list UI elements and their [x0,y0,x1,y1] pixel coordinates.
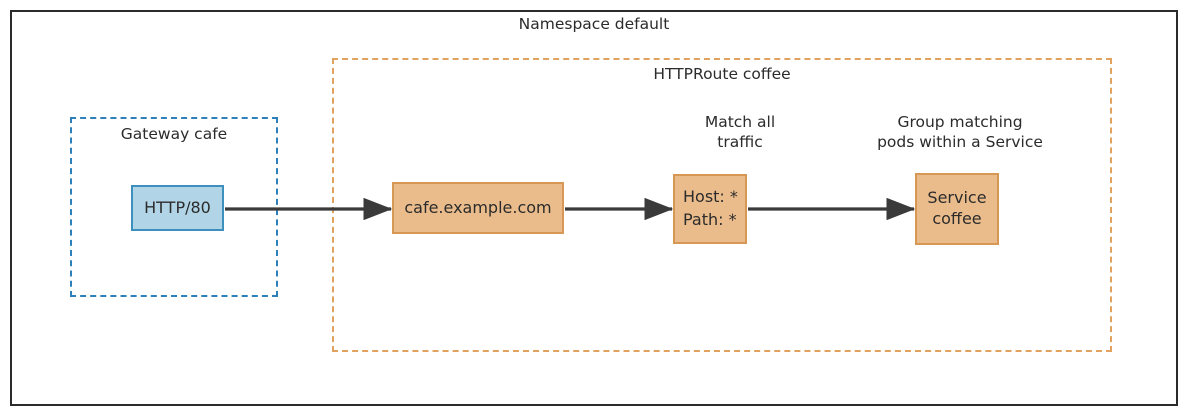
backend-service-label-line-1: Service [927,188,987,208]
backend-caption-line-2: pods within a Service [877,133,1043,152]
hostname-node[interactable]: cafe.example.com [392,182,564,234]
match-caption-line-1: Match all [704,113,776,131]
backend-caption: Group matching pods within a Service [855,112,1065,153]
gateway-label: Gateway cafe [120,125,228,143]
httproute-label: HTTPRoute coffee [653,65,791,83]
backend-service-lines: Service coffee [927,188,986,230]
backend-caption-line-1: Group matching [897,113,1023,131]
match-host-rule: Host: * [683,187,738,207]
match-path-rule: Path: * [683,210,737,229]
gateway-listener-label: HTTP/80 [144,197,211,217]
backend-service-label-line-2: coffee [932,209,982,228]
match-rules-lines: Host: * Path: * [683,186,738,231]
match-caption: Match all traffic [650,112,830,153]
match-caption-line-2: traffic [717,133,763,152]
hostname-label: cafe.example.com [404,197,552,217]
backend-service-node[interactable]: Service coffee [915,173,999,245]
gateway-container [70,117,278,297]
match-rules-node[interactable]: Host: * Path: * [673,174,747,244]
namespace-label: Namespace default [518,15,670,33]
httproute-container [332,58,1112,352]
gateway-listener-node[interactable]: HTTP/80 [131,185,224,231]
